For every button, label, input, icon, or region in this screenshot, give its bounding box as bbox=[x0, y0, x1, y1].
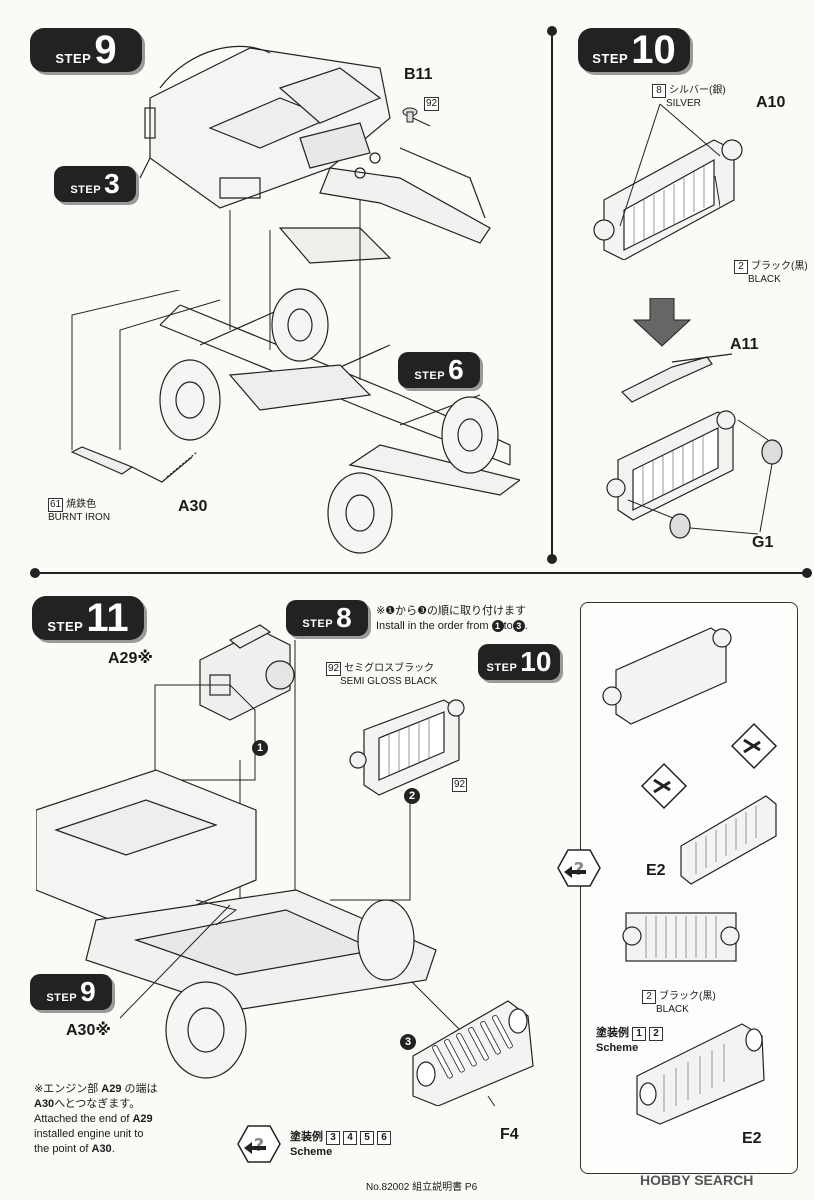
a11-part-drawing bbox=[620, 353, 733, 403]
a10-leader-lines bbox=[619, 103, 720, 227]
horizontal-divider bbox=[34, 572, 808, 574]
brand-watermark: HOBBY SEARCH bbox=[640, 1172, 754, 1188]
vertical-divider bbox=[551, 30, 553, 560]
a29-a30-attach-note: ※エンジン部 A29 の端は A30へとつなぎます。 Attached the … bbox=[34, 1083, 158, 1155]
part-a30x-label: A30※ bbox=[66, 1022, 111, 1039]
grille-e2-cut-drawing bbox=[680, 795, 777, 885]
panel-radiator-drawing bbox=[602, 627, 732, 725]
down-arrow-icon bbox=[632, 298, 692, 347]
scheme-swap-icon: ? bbox=[237, 1125, 281, 1163]
part-f4-label: F4 bbox=[500, 1126, 519, 1143]
part-g1-label: G1 bbox=[752, 534, 774, 551]
radiator-a10-drawing bbox=[593, 139, 743, 260]
panel-scheme-swap-icon: ? bbox=[557, 849, 601, 887]
svg-text:?: ? bbox=[254, 1135, 264, 1156]
grille-e2-final-drawing bbox=[636, 1023, 765, 1125]
part-e2-label-a: E2 bbox=[646, 862, 666, 879]
hdivider-dot-right bbox=[802, 568, 812, 578]
part-a10-label: A10 bbox=[756, 94, 786, 111]
divider-dot-top bbox=[547, 26, 557, 36]
part-a30-label: A30 bbox=[178, 498, 208, 515]
code-92-label: 92 bbox=[452, 778, 468, 792]
part-a11-label: A11 bbox=[730, 336, 759, 353]
jeep-assembly-drawing bbox=[36, 769, 437, 1079]
divider-dot-bottom bbox=[547, 554, 557, 564]
order-2-marker: 2 bbox=[404, 788, 420, 804]
order-3-marker: 3 bbox=[400, 1034, 416, 1050]
b11-paint-code: 92 bbox=[424, 97, 440, 111]
jeep-body-tub-drawing bbox=[139, 45, 491, 264]
step9-guide-lines bbox=[229, 200, 361, 380]
document-footer: No.82002 組立説明書 P6 bbox=[366, 1182, 478, 1193]
jeep-chassis-drawing bbox=[159, 288, 520, 554]
b11-bolt-drawing bbox=[402, 107, 431, 127]
a30-leader-lines bbox=[71, 290, 221, 450]
nipper-tool-icon bbox=[730, 722, 778, 770]
grille-f4-drawing bbox=[412, 1000, 534, 1106]
nipper-tool-icon-2 bbox=[640, 762, 688, 810]
g1-lens-drawing bbox=[669, 439, 783, 539]
a30x-leader-line bbox=[119, 904, 231, 1019]
radiator-assembly-drawing bbox=[606, 410, 769, 521]
part-e2-label-b: E2 bbox=[742, 1130, 762, 1147]
hdivider-dot-left bbox=[30, 568, 40, 578]
svg-text:?: ? bbox=[574, 859, 584, 880]
part-b11-label: B11 bbox=[404, 66, 433, 83]
grille-flat-drawing bbox=[622, 912, 740, 962]
part-a29-label: A29※ bbox=[108, 650, 153, 667]
a30-muffler-drawing bbox=[70, 446, 198, 483]
install-order-note: ※❶から❸の順に取り付けます Install in the order from… bbox=[376, 605, 528, 632]
radiator-step11-drawing bbox=[349, 699, 465, 796]
order-1-marker: 1 bbox=[252, 740, 268, 756]
